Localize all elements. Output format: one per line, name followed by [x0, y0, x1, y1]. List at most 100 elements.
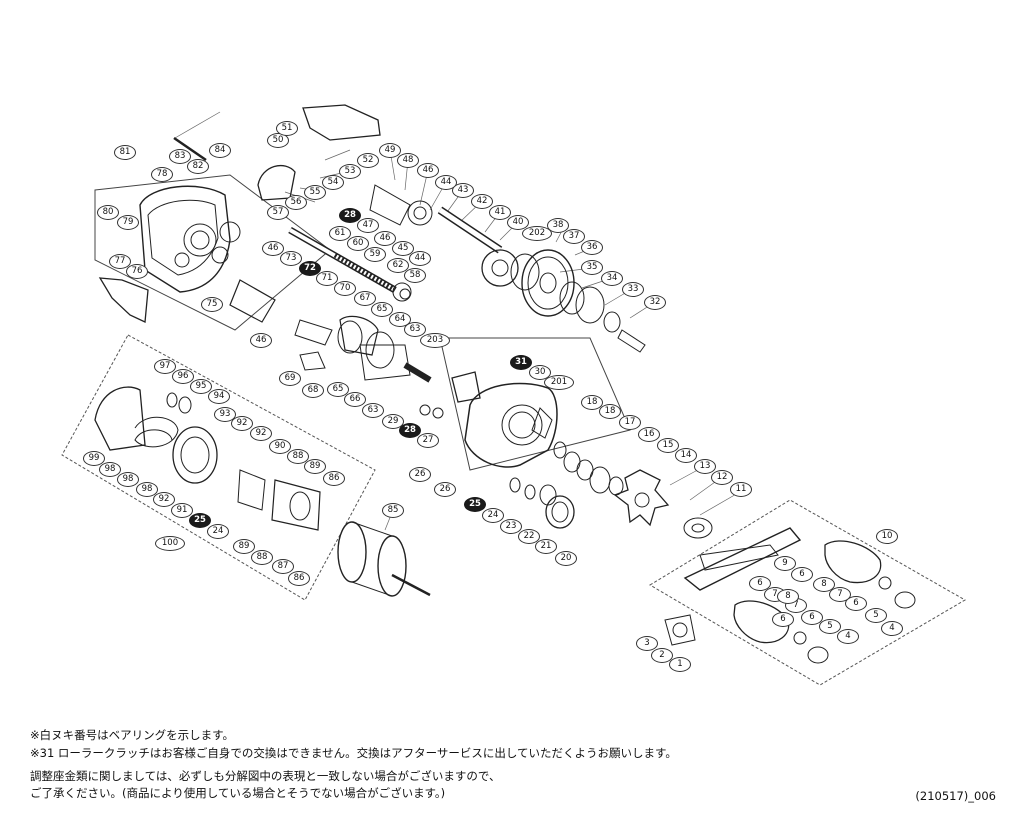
part-label-93: 93: [214, 406, 236, 422]
part-label-76: 76: [126, 263, 148, 279]
note-shims: 調整座金類に関しましては、必ずしも分解図中の表現と一致しない場合がございますので…: [30, 769, 501, 783]
spool-flange-left: [337, 521, 367, 583]
part-label-30: 30: [529, 364, 551, 380]
part-label-95: 95: [190, 378, 212, 394]
part-label-47: 47: [357, 217, 379, 233]
part-label-51: 51: [276, 120, 298, 136]
part-label-32: 32: [644, 294, 666, 310]
part-label-33: 33: [622, 281, 644, 297]
part-label-88: 88: [287, 448, 309, 464]
part-label-66: 66: [344, 391, 366, 407]
part-label-17: 17: [619, 414, 641, 430]
part-label-14: 14: [675, 447, 697, 463]
part-label-18: 18: [581, 394, 603, 410]
part-label-53: 53: [339, 163, 361, 179]
part-label-18: 18: [599, 403, 621, 419]
handle-knob-upper: [824, 540, 882, 584]
part-label-4: 4: [837, 628, 859, 644]
part-label-75: 75: [201, 296, 223, 312]
part-label-55: 55: [304, 184, 326, 200]
handle-knob-lower: [733, 600, 790, 644]
part-label-25: 25: [189, 512, 211, 528]
part-label-69: 69: [279, 370, 301, 386]
part-label-41: 41: [489, 204, 511, 220]
clutch-bar: [98, 277, 149, 323]
part-label-82: 82: [187, 158, 209, 174]
part-label-92: 92: [231, 415, 253, 431]
part-label-24: 24: [207, 523, 229, 539]
part-label-81: 81: [114, 144, 136, 160]
part-label-6: 6: [801, 609, 823, 625]
part-label-26: 26: [409, 466, 431, 482]
part-label-46: 46: [374, 230, 396, 246]
part-label-58: 58: [404, 267, 426, 283]
handle-group-outline: [649, 499, 966, 686]
part-label-27: 27: [417, 432, 439, 448]
part-label-67: 67: [354, 290, 376, 306]
main-frame: [464, 382, 558, 468]
part-label-7: 7: [829, 586, 851, 602]
part-label-52: 52: [357, 152, 379, 168]
star-drag: [613, 469, 670, 527]
part-label-70: 70: [334, 280, 356, 296]
part-label-46: 46: [417, 162, 439, 178]
part-label-28: 28: [339, 207, 361, 223]
part-label-98: 98: [99, 461, 121, 477]
spool-flange-right: [377, 535, 407, 597]
side-plate: [139, 185, 231, 293]
part-label-77: 77: [109, 253, 131, 269]
part-label-31: 31: [510, 354, 532, 370]
handle-arm: [683, 527, 802, 591]
part-label-8: 8: [777, 588, 799, 604]
part-label-96: 96: [172, 368, 194, 384]
part-label-80: 80: [97, 204, 119, 220]
part-label-63: 63: [362, 402, 384, 418]
part-label-72: 72: [299, 260, 321, 276]
part-label-92: 92: [153, 491, 175, 507]
part-label-86: 86: [323, 470, 345, 486]
drawing-code: (210517)_006: [915, 789, 996, 803]
part-label-62: 62: [387, 257, 409, 273]
part-label-73: 73: [280, 250, 302, 266]
part-label-37: 37: [563, 228, 585, 244]
part-label-46: 46: [262, 240, 284, 256]
part-label-40: 40: [507, 214, 529, 230]
part-label-98: 98: [117, 471, 139, 487]
part-label-36: 36: [581, 239, 603, 255]
part-label-202: 202: [522, 225, 552, 241]
part-label-44: 44: [435, 174, 457, 190]
part-label-71: 71: [316, 270, 338, 286]
part-label-78: 78: [151, 166, 173, 182]
spool-group-outline: [61, 334, 376, 601]
part-label-4: 4: [881, 620, 903, 636]
part-label-8: 8: [813, 576, 835, 592]
part-label-65: 65: [371, 301, 393, 317]
part-label-63: 63: [404, 321, 426, 337]
part-label-54: 54: [322, 174, 344, 190]
part-label-9: 9: [774, 555, 796, 571]
part-label-100: 100: [155, 535, 185, 551]
part-label-98: 98: [136, 481, 158, 497]
exploded-view-drawing: [61, 104, 966, 686]
part-label-29: 29: [382, 413, 404, 429]
part-label-201: 201: [544, 374, 574, 390]
part-label-6: 6: [845, 595, 867, 611]
part-label-87: 87: [272, 558, 294, 574]
part-label-22: 22: [518, 528, 540, 544]
part-label-59: 59: [364, 246, 386, 262]
part-label-85: 85: [382, 502, 404, 518]
brake-spring: [134, 416, 179, 448]
part-label-64: 64: [389, 311, 411, 327]
part-label-25: 25: [464, 496, 486, 512]
part-label-1: 1: [669, 656, 691, 672]
part-label-49: 49: [379, 142, 401, 158]
part-label-89: 89: [233, 538, 255, 554]
part-label-23: 23: [500, 518, 522, 534]
spool-side-plate: [94, 386, 146, 451]
part-label-46: 46: [250, 332, 272, 348]
part-label-34: 34: [601, 270, 623, 286]
note-roller-clutch: ※31 ローラークラッチはお客様ご自身での交換はできません。交換はアフターサービ…: [30, 746, 677, 760]
part-label-99: 99: [83, 450, 105, 466]
part-label-21: 21: [535, 538, 557, 554]
part-label-26: 26: [434, 481, 456, 497]
